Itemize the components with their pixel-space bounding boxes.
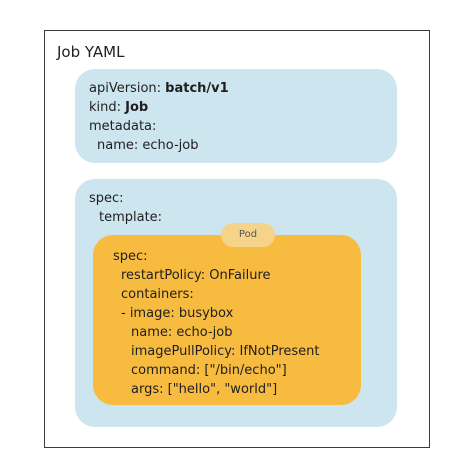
spec-key: spec: [89,191,124,206]
api-version-line: apiVersion: batch/v1 [89,81,229,97]
kind-line: kind: Job [89,100,148,116]
metadata-key: metadata: [89,119,157,134]
pod-block: Pod spec: restartPolicy: OnFailure conta… [93,223,361,405]
restart-policy-line: restartPolicy: OnFailure [121,268,271,283]
command-line: command: ["/bin/echo"] [131,363,287,378]
image-pull-policy-line: imagePullPolicy: IfNotPresent [131,344,320,359]
container-name-line: name: echo-job [131,325,233,340]
api-version-key: apiVersion: [89,81,166,96]
containers-key: containers: [121,287,194,302]
pod-tag: Pod [221,223,275,247]
metadata-block: apiVersion: batch/v1 kind: Job metadata:… [75,69,397,163]
kind-value: Job [125,100,149,115]
job-yaml-frame: Job YAML apiVersion: batch/v1 kind: Job … [44,30,430,448]
spec-block: spec: template: Pod spec: restartPolicy:… [75,179,397,427]
frame-title: Job YAML [57,43,125,61]
api-version-value: batch/v1 [165,81,229,96]
metadata-name-line: name: echo-job [97,138,199,153]
container-image-line: - image: busybox [121,306,234,321]
kind-key: kind: [89,100,126,115]
pod-spec-key: spec: [113,249,148,264]
template-key: template: [99,210,163,225]
args-line: args: ["hello", "world"] [131,382,278,397]
